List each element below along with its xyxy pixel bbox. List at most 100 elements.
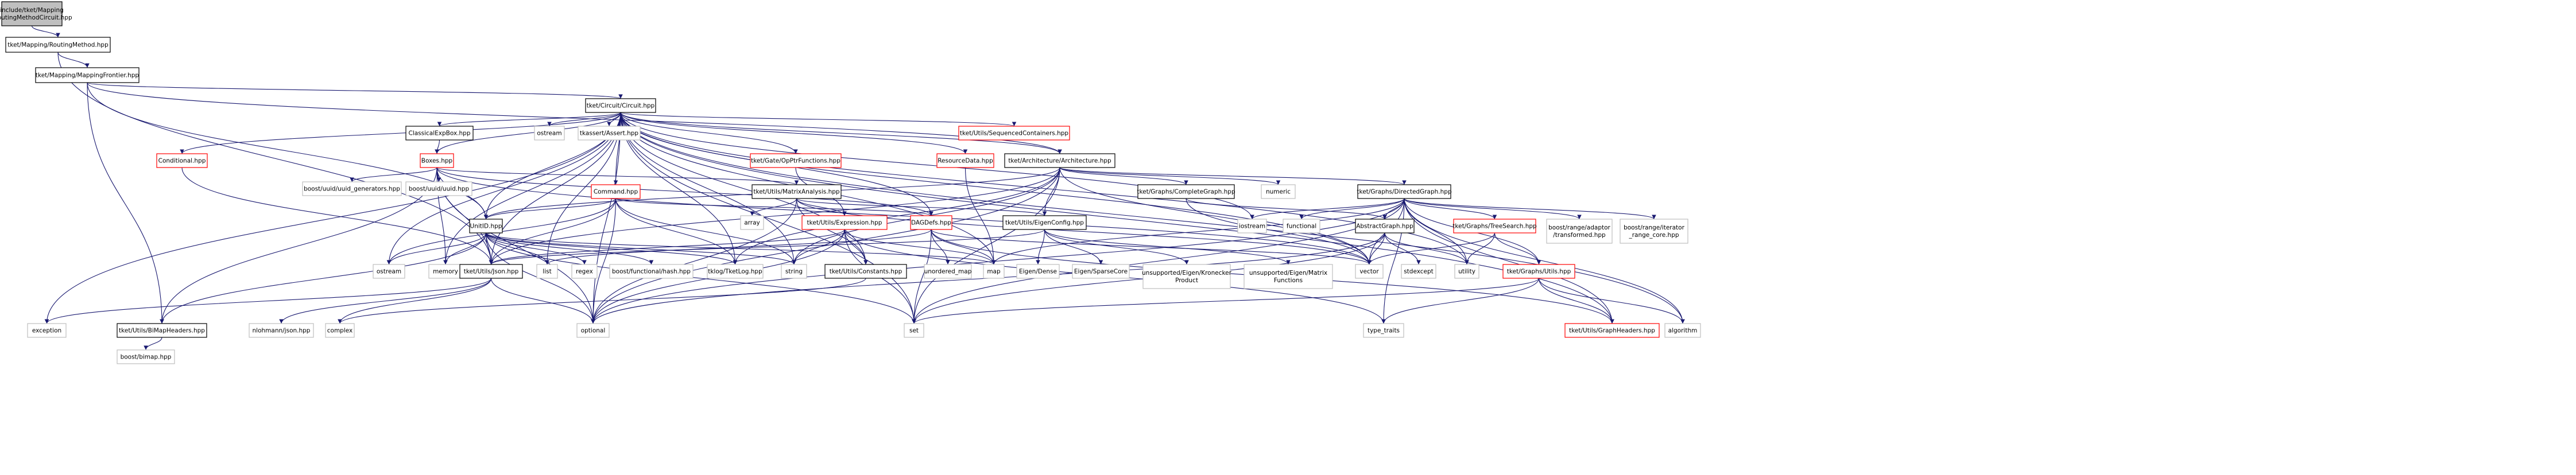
edge-eigen_config-to-matrix_functions xyxy=(1044,229,1291,265)
node-box xyxy=(707,264,764,279)
node-label: algorithm xyxy=(1668,328,1698,334)
node-box xyxy=(781,264,807,279)
node-eigen-config[interactable]: tket/Utils/EigenConfig.hpp xyxy=(1002,215,1087,230)
node-label: _range_core.hpp xyxy=(1628,232,1679,239)
node-box xyxy=(469,219,503,233)
node-regex: regex xyxy=(571,264,598,279)
node-box xyxy=(1137,184,1235,199)
node-label: tket/Graphs/Utils.hpp xyxy=(1507,268,1571,275)
edge-json-to-nlohmann xyxy=(279,278,492,324)
node-label: unsupported/Eigen/Matrix xyxy=(1249,270,1327,277)
node-box xyxy=(1546,219,1613,244)
edge-complete_graph-to-abstract_graph xyxy=(1186,198,1387,220)
edge-circuit-to-boxes xyxy=(435,112,621,154)
node-box xyxy=(534,126,565,141)
edge-unitid-to-set xyxy=(485,232,916,324)
edge-json-to-complex xyxy=(338,278,492,324)
node-dagdefs[interactable]: DAGDefs.hpp xyxy=(910,215,952,230)
node-box xyxy=(571,264,598,279)
node-optional: optional xyxy=(576,323,610,338)
node-box xyxy=(249,323,314,338)
edge-architecture-to-optional xyxy=(591,167,1060,324)
node-label: ResourceData.hpp xyxy=(938,158,993,165)
node-unordered-map: unordered_map xyxy=(924,264,972,279)
node-constants[interactable]: tket/Utils/Constants.hpp xyxy=(824,264,907,279)
edge-circuit-to-exception xyxy=(44,112,621,324)
edge-tree_search-to-utility xyxy=(1465,232,1496,265)
node-circuit[interactable]: tket/Circuit/Circuit.hpp xyxy=(585,98,656,113)
node-opptr-functions[interactable]: tket/Gate/OpPtrFunctions.hpp xyxy=(750,153,842,168)
node-box xyxy=(459,264,523,279)
edge-directed_graph-to-algorithm xyxy=(1404,198,1685,324)
node-graphs-utils[interactable]: tket/Graphs/Utils.hpp xyxy=(1502,264,1575,279)
edge-unitid-to-functional_hash xyxy=(485,232,654,265)
edge-directed_graph-to-iostream xyxy=(1250,198,1405,220)
edge-directed_graph-to-functional xyxy=(1299,198,1405,220)
node-label: Conditional.hpp xyxy=(158,158,206,165)
node-command[interactable]: Command.hpp xyxy=(591,184,641,199)
node-label: ClassicalExpBox.hpp xyxy=(408,130,470,137)
node-utility: utility xyxy=(1454,264,1479,279)
node-root[interactable]: include/tket/Mapping/RoutingMethodCircui… xyxy=(0,1,72,26)
node-architecture[interactable]: tket/Architecture/Architecture.hpp xyxy=(1004,153,1115,168)
node-box xyxy=(578,126,641,141)
node-mapping-frontier[interactable]: tket/Mapping/MappingFrontier.hpp xyxy=(35,67,140,83)
node-expression[interactable]: tket/Utils/Expression.hpp xyxy=(801,215,888,230)
node-classical-expbox[interactable]: ClassicalExpBox.hpp xyxy=(405,126,474,141)
edge-constants-to-complex xyxy=(338,278,866,324)
edge-boxes-to-matrix_analysis xyxy=(436,167,799,185)
node-complex: complex xyxy=(325,323,355,338)
node-tree-search[interactable]: tket/Graphs/TreeSearch.hpp xyxy=(1452,219,1537,233)
edge-tree_search-to-vector xyxy=(1367,232,1496,265)
node-box xyxy=(1454,264,1479,279)
node-box xyxy=(1283,219,1320,233)
edge-command-to-tklog xyxy=(615,198,738,265)
edge-boxes-to-dagdefs xyxy=(436,167,933,216)
node-bimap-headers[interactable]: tket/Utils/BiMapHeaders.hpp xyxy=(117,323,207,338)
node-label: DAGDefs.hpp xyxy=(911,220,951,227)
node-box xyxy=(420,153,454,168)
node-box xyxy=(983,264,1005,279)
node-directed-graph[interactable]: tket/Graphs/DirectedGraph.hpp xyxy=(1357,184,1452,199)
node-box xyxy=(5,37,111,53)
edge-eigen_config-to-json xyxy=(489,229,1045,265)
edge-architecture-to-json xyxy=(489,167,1060,265)
edge-directed_graph-to-tree_search xyxy=(1404,198,1497,220)
node-box xyxy=(325,323,355,338)
node-sequenced-containers[interactable]: tket/Utils/SequencedContainers.hpp xyxy=(958,126,1070,141)
edge-circuit-to-ostream xyxy=(386,112,621,265)
node-complete-graph[interactable]: tket/Graphs/CompleteGraph.hpp xyxy=(1137,184,1235,199)
edge-expression-to-json xyxy=(489,229,845,265)
edge-unitid-to-list xyxy=(485,232,549,265)
node-label: tkassert/Assert.hpp xyxy=(580,130,638,137)
node-routing-method[interactable]: tket/Mapping/RoutingMethod.hpp xyxy=(5,37,111,53)
edge-unitid-to-map xyxy=(485,232,996,265)
node-label: stdexcept xyxy=(1404,268,1434,275)
edge-directed_graph-to-iterator_range xyxy=(1404,198,1656,220)
edge-unitid-to-bimap_headers xyxy=(160,232,487,324)
node-functional-hash: boost/functional/hash.hpp xyxy=(609,264,694,279)
node-box xyxy=(1002,215,1087,230)
node-box xyxy=(1401,264,1436,279)
edge-circuit-to-graph_headers xyxy=(620,112,1614,324)
node-box xyxy=(405,181,472,196)
node-abstract-graph[interactable]: AbstractGraph.hpp xyxy=(1355,219,1415,233)
node-eigen-dense: Eigen/Dense xyxy=(1016,264,1060,279)
edge-unitid-to-ostream xyxy=(386,232,487,265)
node-functional: functional xyxy=(1283,219,1320,233)
node-label: tket/Mapping/MappingFrontier.hpp xyxy=(36,72,140,79)
node-graph-headers[interactable]: tket/Utils/GraphHeaders.hpp xyxy=(1564,323,1660,338)
node-boxes[interactable]: Boxes.hpp xyxy=(420,153,454,168)
node-resource-data[interactable]: ResourceData.hpp xyxy=(936,153,994,168)
node-box xyxy=(156,153,208,168)
node-label: Command.hpp xyxy=(594,189,638,196)
node-json[interactable]: tket/Utils/Json.hpp xyxy=(459,264,523,279)
node-unitid[interactable]: UnitID.hpp xyxy=(469,219,503,233)
node-conditional[interactable]: Conditional.hpp xyxy=(156,153,208,168)
edge-circuit-to-iostream xyxy=(620,112,1254,220)
node-list: list xyxy=(536,264,558,279)
edge-directed_graph-to-utility xyxy=(1404,198,1469,265)
node-label: Product xyxy=(1175,277,1198,284)
node-matrix-analysis[interactable]: tket/Utils/MatrixAnalysis.hpp xyxy=(752,184,842,199)
